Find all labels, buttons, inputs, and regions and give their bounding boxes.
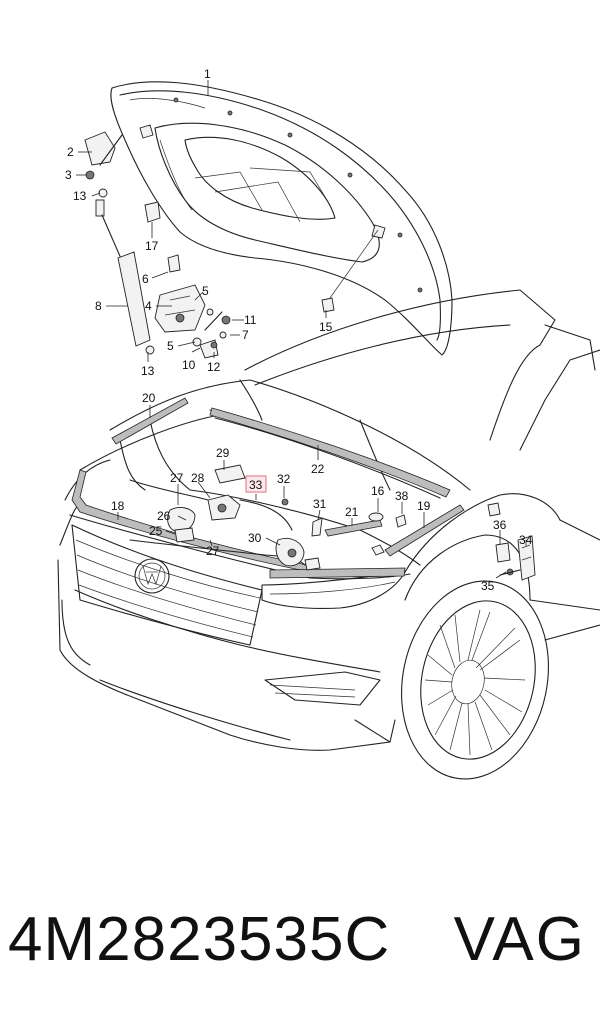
callout-3: 3 <box>65 168 72 182</box>
callout-25: 25 <box>149 524 163 538</box>
callout-5-lower: 5 <box>167 339 174 353</box>
seal-22 <box>209 407 451 498</box>
callout-21: 21 <box>345 505 359 519</box>
leader-lines <box>76 80 527 579</box>
callout-36: 36 <box>493 518 507 532</box>
hood-latch-assembly <box>154 229 379 359</box>
callout-19: 19 <box>417 499 431 513</box>
callout-8: 8 <box>95 299 102 313</box>
callout-17: 17 <box>145 239 159 253</box>
seal-19 <box>384 504 465 557</box>
callout-18: 18 <box>111 499 125 513</box>
callout-35: 35 <box>481 579 495 593</box>
brand-label: VAG <box>453 905 586 974</box>
callout-2: 2 <box>67 145 74 159</box>
callout-29: 29 <box>216 446 230 460</box>
callout-10: 10 <box>182 358 196 372</box>
callout-33-highlight-box <box>245 475 267 493</box>
seal-20 <box>111 397 189 445</box>
callout-31: 31 <box>313 497 327 511</box>
hood-hinge-left <box>84 131 123 180</box>
callout-7: 7 <box>242 328 249 342</box>
callout-30: 30 <box>248 531 262 545</box>
seal-21 <box>324 519 383 537</box>
callout-13-lower: 13 <box>141 364 155 378</box>
callout-4: 4 <box>145 299 152 313</box>
callout-11: 11 <box>244 313 257 327</box>
callout-27-lower: 27 <box>206 544 220 558</box>
callout-16: 16 <box>371 484 385 498</box>
hood-panel <box>110 81 453 356</box>
callout-22: 22 <box>311 462 325 476</box>
vw-badge <box>134 558 170 594</box>
callout-32: 32 <box>277 472 291 486</box>
front-wheel <box>401 580 549 780</box>
callout-12: 12 <box>207 360 221 374</box>
callout-1: 1 <box>204 67 211 81</box>
callout-33: 33 <box>249 478 263 492</box>
seal-lower-cowl <box>269 567 406 579</box>
callout-13-upper: 13 <box>73 189 87 203</box>
exploded-parts-diagram: 1 2 3 13 17 6 5 8 4 11 7 5 10 12 13 15 2… <box>57 67 600 780</box>
callout-5-upper: 5 <box>202 284 209 298</box>
callout-28: 28 <box>191 471 205 485</box>
gas-strut <box>95 188 155 355</box>
vehicle-front-body <box>57 289 600 780</box>
part-number: 4M2823535C <box>8 905 391 974</box>
callout-numbers: 1 2 3 13 17 6 5 8 4 11 7 5 10 12 13 15 2… <box>65 67 533 593</box>
callout-20: 20 <box>142 391 156 405</box>
callout-15: 15 <box>319 320 333 334</box>
callout-6: 6 <box>142 272 149 286</box>
callout-38: 38 <box>395 489 409 503</box>
callout-26: 26 <box>157 509 171 523</box>
callout-27-upper: 27 <box>170 471 184 485</box>
footer-caption: 4M2823535C VAG <box>0 890 600 990</box>
callout-34: 34 <box>519 533 533 547</box>
engine-bay-components <box>129 464 536 581</box>
